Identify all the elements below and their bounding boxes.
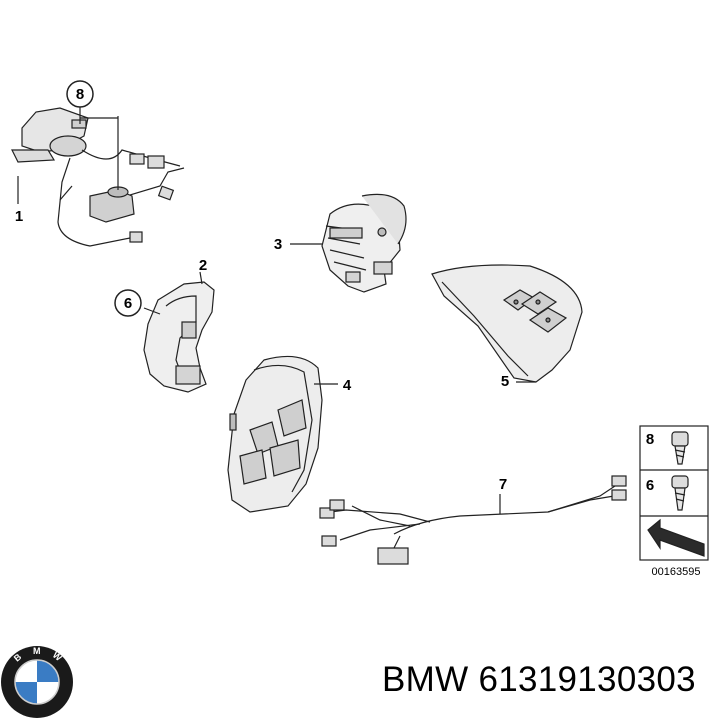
svg-text:M: M bbox=[33, 646, 41, 656]
part-4-left-switch-panel bbox=[227, 355, 338, 513]
fastener-8-number: 8 bbox=[646, 431, 654, 448]
callout-7: 7 bbox=[499, 476, 507, 493]
part-number-caption: BMW 61319130303 bbox=[382, 660, 696, 699]
screw-icon bbox=[671, 431, 689, 465]
callout-6: 6 bbox=[124, 295, 132, 312]
direction-arrow-icon bbox=[647, 518, 705, 557]
svg-text:B: B bbox=[12, 651, 24, 663]
callout-5: 5 bbox=[501, 373, 509, 390]
part-7-wiring-harness bbox=[319, 475, 627, 565]
callout-8: 8 bbox=[76, 86, 84, 103]
bmw-logo: B M W bbox=[1, 646, 73, 718]
callout-3: 3 bbox=[274, 236, 282, 253]
callout-4: 4 bbox=[343, 377, 352, 394]
fastener-6-number: 6 bbox=[646, 477, 654, 494]
part-2-bracket bbox=[143, 271, 215, 393]
part-5-right-switch-panel bbox=[431, 264, 583, 383]
screw-icon bbox=[671, 475, 689, 511]
diagram-reference-number: 00163595 bbox=[652, 566, 701, 578]
callout-2: 2 bbox=[199, 257, 207, 274]
part-1-wiring-module bbox=[11, 107, 185, 247]
part-3-switch-cluster bbox=[290, 193, 407, 293]
callout-1: 1 bbox=[15, 208, 23, 225]
callout-circle-6 bbox=[114, 289, 142, 317]
